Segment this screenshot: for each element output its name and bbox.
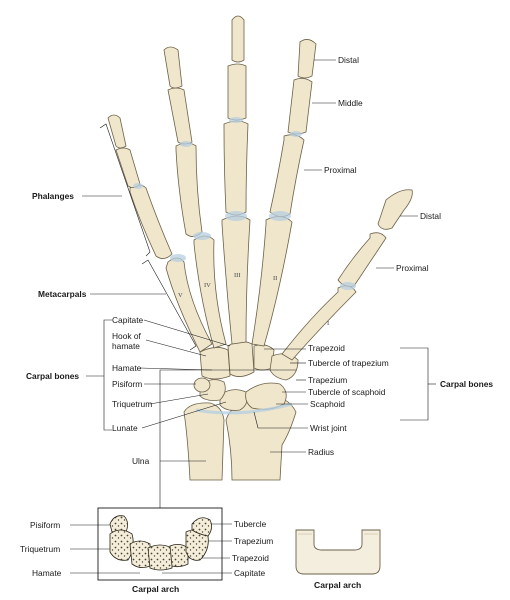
- little-distal-phalanx: [107, 114, 127, 149]
- label-trapezium: Trapezium: [308, 375, 348, 385]
- label-wrist-joint: Wrist joint: [310, 423, 347, 433]
- scaphoid-bone: [245, 382, 287, 410]
- label-phalanges: Phalanges: [32, 191, 74, 201]
- label-ulna: Ulna: [132, 456, 150, 466]
- label-hamate: Hamate: [112, 363, 142, 373]
- carpal-bones-group: [193, 341, 299, 411]
- label-hook-of-hamate-line2: hamate: [112, 341, 140, 351]
- label-hook-of-hamate-line1: Hook of: [112, 331, 141, 341]
- metacarpal-3: [221, 215, 251, 345]
- label-proximal: Proximal: [324, 165, 357, 175]
- inset-label-capitate: Capitate: [234, 568, 266, 578]
- schematic-caption: Carpal arch: [314, 580, 362, 590]
- label-middle: Middle: [338, 98, 363, 108]
- label-carpal-bones-left: Carpal bones: [26, 371, 80, 381]
- inset-label-trapezoid: Trapezoid: [232, 553, 269, 563]
- inset-caption: Carpal arch: [132, 584, 180, 594]
- carpal-arch-bones: [109, 515, 212, 571]
- index-distal-phalanx: [297, 39, 317, 79]
- inset-label-triquetrum: Triquetrum: [20, 544, 61, 554]
- lunate-bone: [219, 389, 248, 411]
- little-proximal-phalanx: [129, 184, 173, 259]
- carpal-arch-schematic: [295, 529, 381, 575]
- label-radius: Radius: [308, 447, 335, 457]
- inset-hamate: [129, 540, 151, 568]
- label-distal: Distal: [338, 55, 359, 65]
- label-tubercle-of-trapezium: Tubercle of trapezium: [308, 358, 389, 368]
- label-capitate: Capitate: [112, 315, 144, 325]
- little-middle-phalanx: [115, 147, 141, 188]
- index-proximal-phalanx: [269, 134, 305, 217]
- ring-distal-phalanx: [163, 46, 183, 89]
- inset-trapezoid: [169, 544, 189, 568]
- numeral-metacarpal-4: IV: [204, 282, 211, 289]
- inset-label-pisiform: Pisiform: [30, 520, 61, 530]
- label-metacarpals: Metacarpals: [38, 289, 87, 299]
- label-carpal-bones-right: Carpal bones: [440, 379, 494, 389]
- inset-capitate: [147, 544, 173, 571]
- inset-tubercle: [191, 517, 212, 537]
- capitate-bone: [227, 341, 255, 377]
- metacarpal-2: [251, 216, 293, 347]
- middle-proximal-phalanx: [223, 120, 249, 216]
- numeral-metacarpal-1: I: [327, 320, 330, 327]
- label-trapezoid: Trapezoid: [308, 343, 345, 353]
- label-thumb-proximal: Proximal: [396, 263, 429, 273]
- middle-middle-phalanx: [227, 63, 247, 121]
- inset-label-trapezium: Trapezium: [234, 536, 274, 546]
- ulna-bone: [183, 402, 225, 481]
- inset-label-tubercle: Tubercle: [234, 519, 267, 529]
- thumb-proximal-phalanx: [337, 232, 387, 287]
- label-scaphoid: Scaphoid: [310, 399, 345, 409]
- label-tubercle-of-scaphoid: Tubercle of scaphoid: [308, 387, 386, 397]
- ring-proximal-phalanx: [175, 142, 203, 237]
- pisiform-bone: [193, 377, 211, 393]
- numeral-metacarpal-3: III: [234, 272, 241, 279]
- numeral-metacarpal-2: II: [273, 275, 278, 282]
- label-lunate: Lunate: [112, 423, 138, 433]
- inset-label-hamate: Hamate: [32, 568, 62, 578]
- joint-highlights: [133, 117, 356, 290]
- label-pisiform: Pisiform: [112, 379, 143, 389]
- label-thumb-distal: Distal: [420, 211, 441, 221]
- thumb-distal-phalanx: [377, 189, 413, 230]
- phalanges-group: [107, 15, 413, 287]
- hamate-bone: [199, 347, 231, 380]
- wrist-joint-line: [195, 402, 293, 415]
- ring-middle-phalanx: [167, 87, 193, 145]
- numeral-metacarpal-5: V: [178, 292, 183, 299]
- index-middle-phalanx: [287, 78, 313, 135]
- carpal-arch-inset-frame: [97, 507, 223, 581]
- middle-distal-phalanx: [231, 15, 245, 63]
- label-triquetrum: Triquetrum: [112, 399, 153, 409]
